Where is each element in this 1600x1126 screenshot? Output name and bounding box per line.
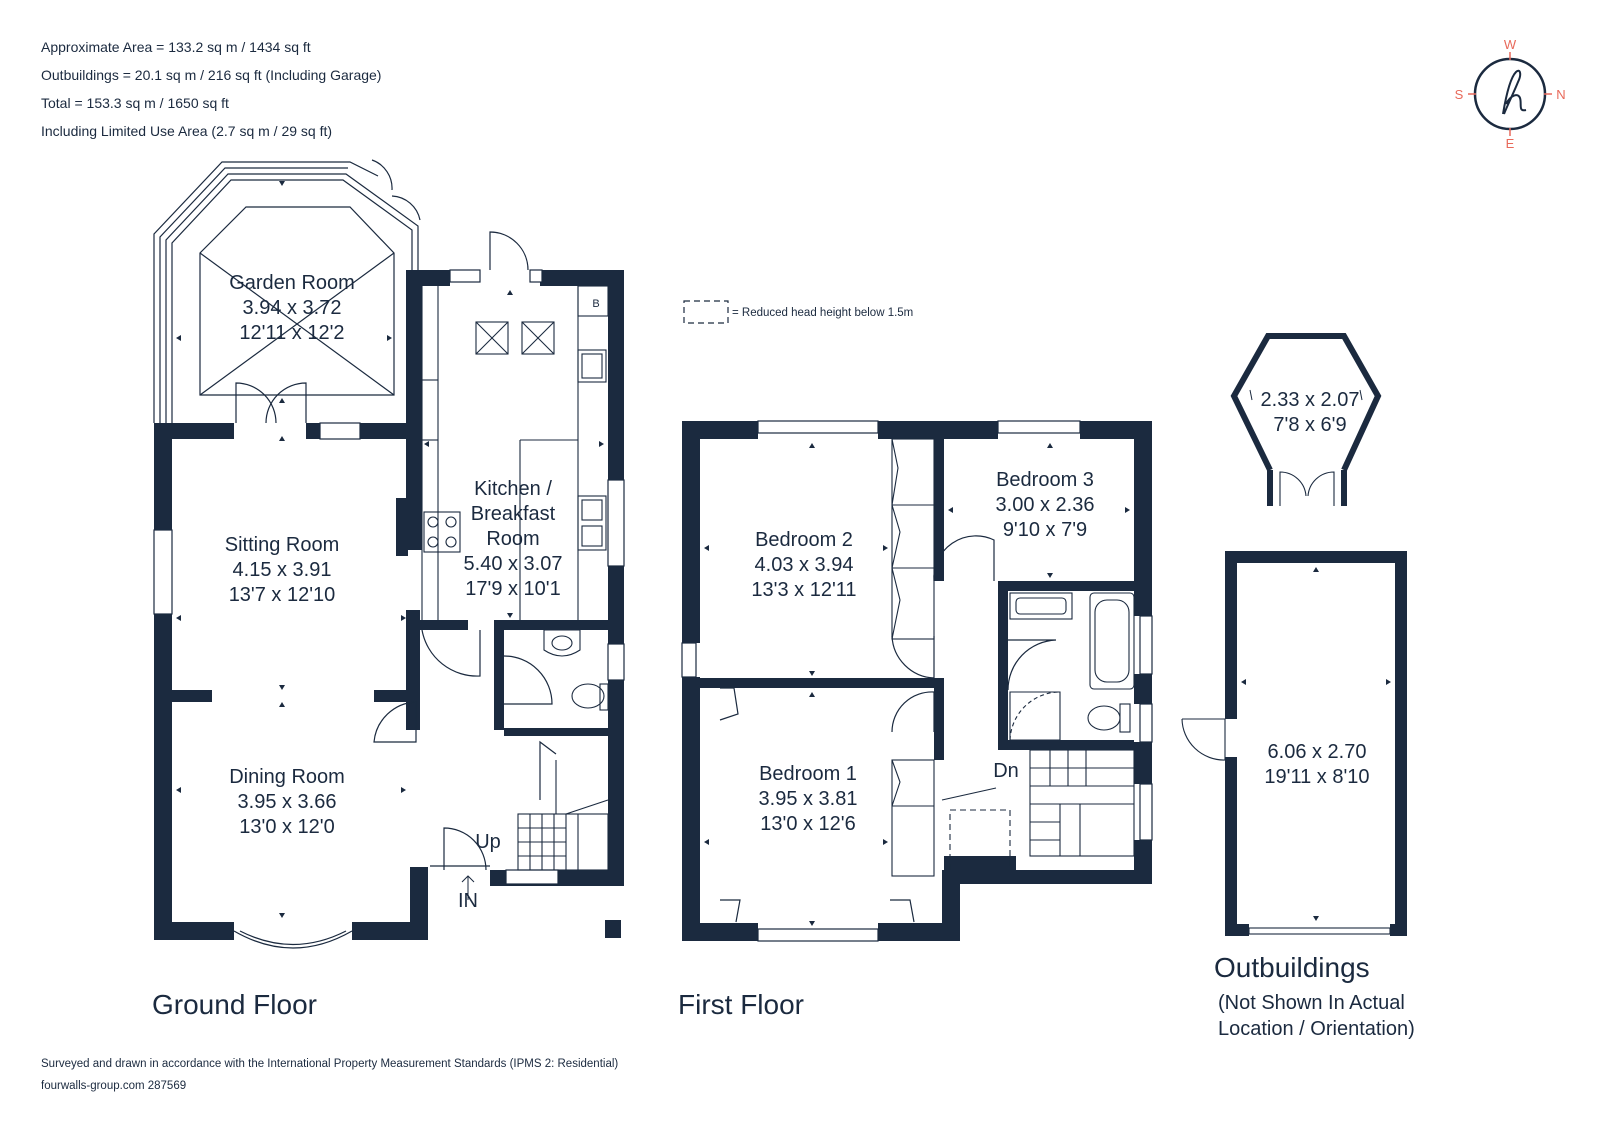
garage-metric: 6.06 x 2.70: [1268, 741, 1367, 763]
first-windows: [681, 420, 1153, 942]
summerhouse-metric: 2.33 x 2.07: [1261, 389, 1360, 411]
ground-windows: [153, 269, 625, 885]
summary-line-1: Approximate Area = 133.2 sq m / 1434 sq …: [41, 39, 311, 55]
compass-s: S: [1455, 87, 1464, 102]
footer: Surveyed and drawn in accordance with th…: [41, 1058, 618, 1092]
bedroom-2-label: Bedroom 2 4.03 x 3.94 13'3 x 12'11: [751, 529, 856, 601]
room-imperial: 9'10 x 7'9: [1003, 519, 1087, 541]
garage-door: [1181, 718, 1391, 935]
outbuildings: 2.33 x 2.07 7'8 x 6'9 6.06 x 2.70 19'11 …: [1181, 333, 1415, 1040]
outbuildings-note-2: Location / Orientation): [1218, 1018, 1415, 1040]
room-metric: 5.40 x 3.07: [464, 553, 563, 575]
entrance-label: IN: [458, 890, 478, 912]
room-imperial: 12'11 x 12'2: [239, 322, 344, 344]
compass-e: E: [1506, 136, 1515, 151]
first-doors: [719, 535, 1057, 923]
room-metric: 3.95 x 3.66: [238, 791, 337, 813]
compass-n: N: [1556, 87, 1565, 102]
bay-window: [233, 930, 353, 949]
room-metric: 3.95 x 3.81: [759, 788, 858, 810]
room-name-3: Room: [486, 528, 539, 550]
legend: = Reduced head height below 1.5m: [683, 300, 913, 324]
logo-icon: [1502, 69, 1527, 115]
ground-floor: B: [152, 159, 625, 1020]
down-label: Dn: [993, 760, 1019, 782]
summerhouse-label: 2.33 x 2.07 7'8 x 6'9: [1261, 389, 1360, 436]
kitchen-fittings: [421, 285, 609, 620]
footer-standards: Surveyed and drawn in accordance with th…: [41, 1058, 618, 1070]
footer-reference: fourwalls-group.com 287569: [41, 1080, 186, 1092]
room-metric: 4.15 x 3.91: [233, 559, 332, 581]
up-label: Up: [475, 831, 501, 853]
first-floor-walls: [682, 421, 1152, 941]
room-name: Dining Room: [229, 766, 345, 788]
garage-label: 6.06 x 2.70 19'11 x 8'10: [1264, 741, 1369, 788]
garage-imperial: 19'11 x 8'10: [1264, 766, 1369, 788]
summerhouse-imperial: 7'8 x 6'9: [1273, 414, 1346, 436]
boiler-label: B: [592, 298, 599, 310]
summerhouse-outline: [1230, 333, 1382, 506]
compass-icon: W E S N: [1455, 37, 1566, 151]
room-metric: 4.03 x 3.94: [755, 554, 854, 576]
room-name: Kitchen /: [474, 478, 552, 500]
kitchen-label: Kitchen / Breakfast Room 5.40 x 3.07 17'…: [464, 478, 563, 600]
bathroom-fittings: [1009, 592, 1135, 741]
entrance-arrow-icon: [461, 875, 475, 900]
ground-doors: [235, 231, 557, 871]
room-name: Sitting Room: [225, 534, 340, 556]
summary-line-3: Total = 153.3 sq m / 1650 sq ft: [41, 95, 229, 111]
summary-line-4: Including Limited Use Area (2.7 sq m / 2…: [41, 123, 332, 139]
room-imperial: 13'0 x 12'6: [760, 813, 856, 835]
first-floor: Bedroom 2 4.03 x 3.94 13'3 x 12'11 Bedro…: [678, 420, 1153, 1020]
room-metric: 3.00 x 2.36: [996, 494, 1095, 516]
room-name: Garden Room: [229, 272, 355, 294]
bedroom-3-label: Bedroom 3 3.00 x 2.36 9'10 x 7'9: [996, 469, 1095, 541]
outbuildings-title: Outbuildings: [1214, 952, 1370, 983]
room-imperial: 13'7 x 12'10: [229, 584, 336, 606]
area-summary: Approximate Area = 133.2 sq m / 1434 sq …: [41, 39, 381, 139]
garage-outline: [1225, 551, 1407, 936]
ground-stairs: [517, 760, 609, 871]
compass-w: W: [1504, 37, 1517, 52]
room-name: Bedroom 2: [755, 529, 853, 551]
bedroom-1-label: Bedroom 1 3.95 x 3.81 13'0 x 12'6: [759, 763, 858, 835]
garden-room-outline: [153, 159, 421, 423]
room-metric: 3.94 x 3.72: [243, 297, 342, 319]
room-name-2: Breakfast: [471, 503, 556, 525]
room-imperial: 13'3 x 12'11: [751, 579, 856, 601]
summary-line-2: Outbuildings = 20.1 sq m / 216 sq ft (In…: [41, 67, 381, 83]
dining-room-label: Dining Room 3.95 x 3.66 13'0 x 12'0: [229, 766, 345, 838]
garden-room-label: Garden Room 3.94 x 3.72 12'11 x 12'2: [229, 272, 355, 344]
room-imperial: 17'9 x 10'1: [465, 578, 561, 600]
wc-fittings: [543, 629, 609, 711]
room-name: Bedroom 3: [996, 469, 1094, 491]
legend-text: = Reduced head height below 1.5m: [732, 307, 913, 319]
ground-floor-title: Ground Floor: [152, 989, 317, 1020]
room-name: Bedroom 1: [759, 763, 857, 785]
room-imperial: 13'0 x 12'0: [239, 816, 335, 838]
first-stairs: [1029, 749, 1135, 857]
outbuildings-note-1: (Not Shown In Actual: [1218, 992, 1405, 1014]
first-floor-title: First Floor: [678, 989, 804, 1020]
wardrobes: [891, 438, 1011, 877]
sitting-room-label: Sitting Room 4.15 x 3.91 13'7 x 12'10: [225, 534, 340, 606]
